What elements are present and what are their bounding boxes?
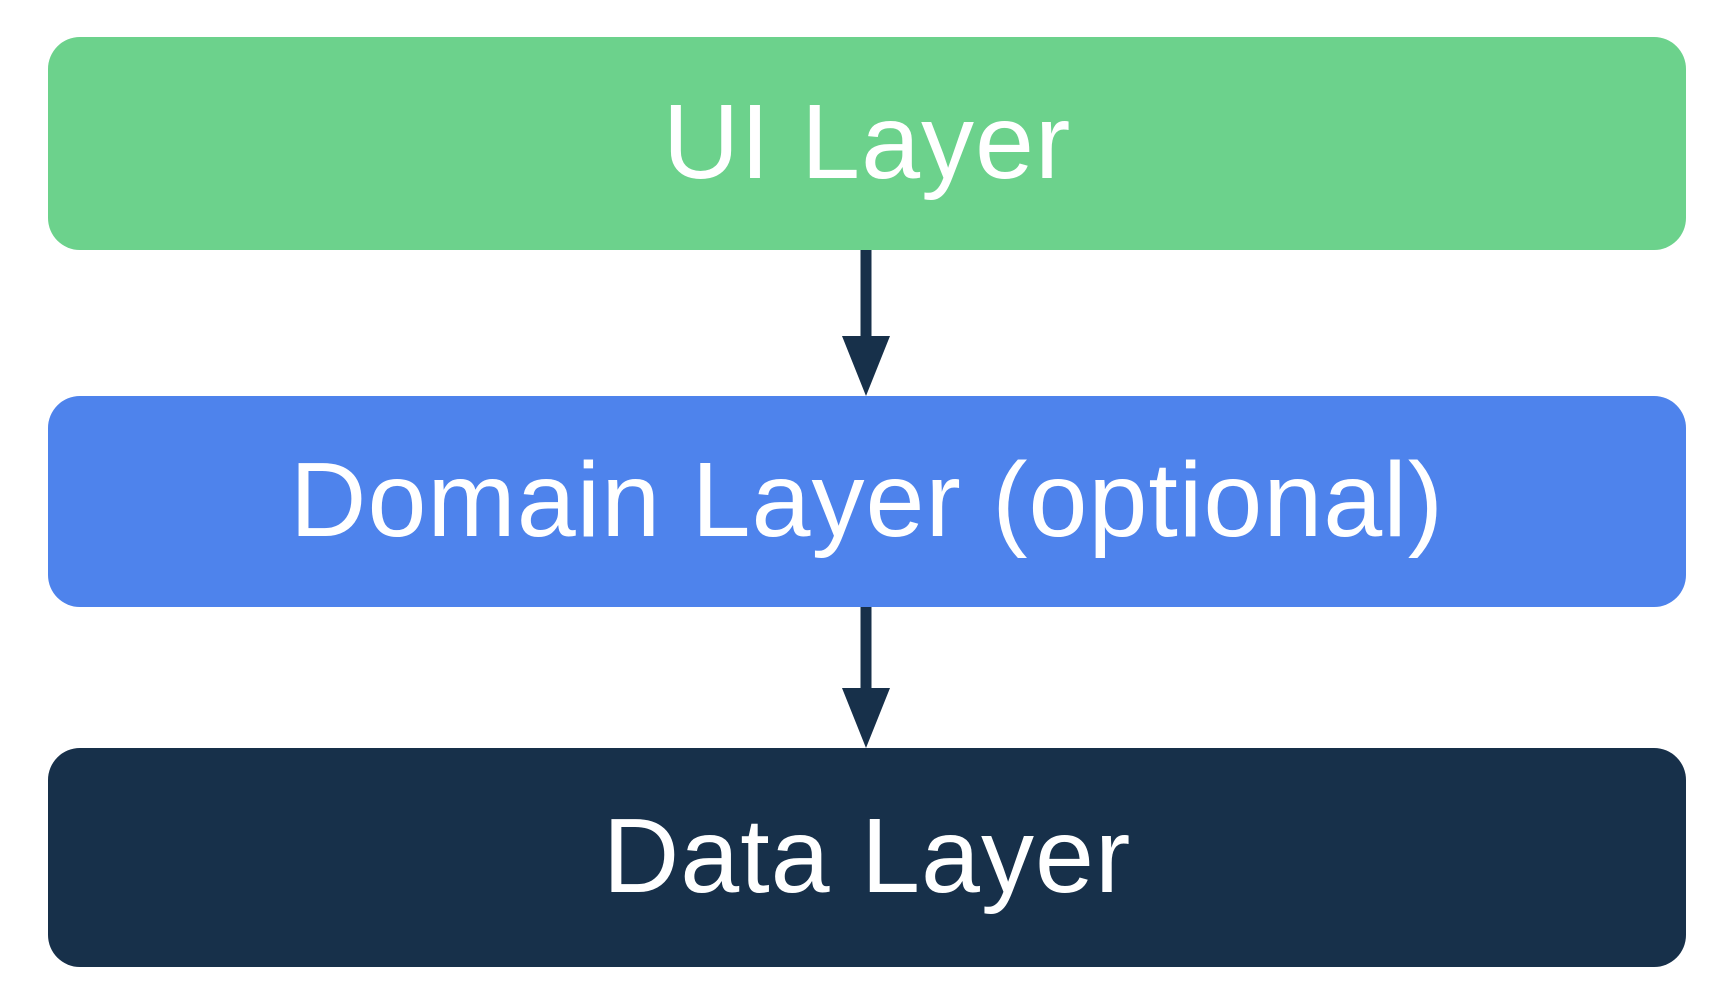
arrow-shaft [860, 607, 872, 694]
arrow-shaft [860, 250, 872, 342]
arrow-head [842, 336, 890, 396]
layer-box-data: Data Layer [48, 748, 1686, 967]
down-arrow-icon [842, 607, 890, 748]
layer-box-domain: Domain Layer (optional) [48, 396, 1686, 607]
down-arrow-icon [842, 250, 890, 396]
layer-box-ui: UI Layer [48, 37, 1686, 250]
layer-label-data: Data Layer [602, 796, 1132, 915]
layer-label-ui: UI Layer [662, 82, 1072, 201]
arrow-head [842, 688, 890, 748]
layer-label-domain: Domain Layer (optional) [289, 440, 1445, 559]
